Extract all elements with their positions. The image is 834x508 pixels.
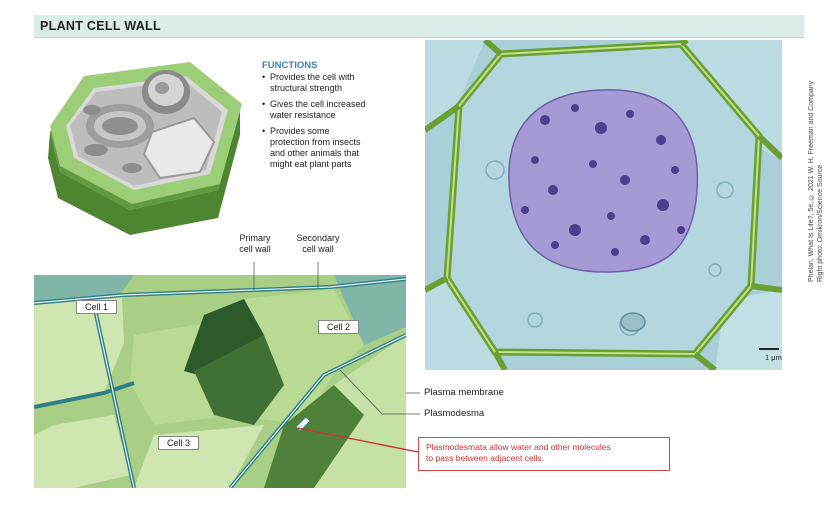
- label-line: Secondary: [296, 233, 340, 243]
- plasmodesma-label: Plasmodesma: [424, 408, 485, 419]
- primary-cell-wall-label: Primary cell wall: [228, 233, 282, 254]
- cell-micrograph: [425, 40, 782, 370]
- plasma-membrane-label: Plasma membrane: [424, 387, 504, 398]
- page-title: PLANT CELL WALL: [40, 19, 161, 33]
- cell-2-label: Cell 2: [318, 320, 360, 334]
- function-line: Provides the cell with: [270, 72, 355, 82]
- function-line: structural strength: [270, 83, 343, 93]
- plasmodesmata-note-box: [418, 437, 670, 471]
- label-line: Primary: [239, 233, 271, 243]
- label-line: cell wall: [239, 243, 271, 254]
- cell-3-label: Cell 3: [158, 436, 200, 450]
- label-line: cell wall: [302, 243, 334, 254]
- function-item-water-resistance: • Gives the cell increased water resista…: [262, 99, 412, 121]
- function-line: might eat plant parts: [270, 159, 352, 169]
- function-line: and other animals that: [270, 148, 360, 158]
- scale-bar-label: 1 μm: [765, 353, 782, 362]
- functions-title: FUNCTIONS: [262, 60, 318, 71]
- secondary-cell-wall-label: Secondary cell wall: [286, 233, 350, 254]
- cell-1-label: Cell 1: [76, 300, 118, 314]
- function-item-strength: • Provides the cell with structural stre…: [262, 72, 412, 94]
- header-bar: [34, 15, 804, 38]
- plant-cell-illustration: [48, 62, 242, 235]
- function-line: Gives the cell increased: [270, 99, 366, 109]
- plasmodesmata-note: Plasmodesmata allow water and other mole…: [426, 442, 666, 464]
- function-line: protection from insects: [270, 137, 361, 147]
- function-line: water resistance: [270, 110, 336, 120]
- note-line: Plasmodesmata allow water and other mole…: [426, 442, 611, 452]
- function-item-protection: • Provides some protection from insects …: [262, 126, 412, 170]
- note-line: to pass between adjacent cells.: [426, 453, 545, 463]
- function-line: Provides some: [270, 126, 330, 136]
